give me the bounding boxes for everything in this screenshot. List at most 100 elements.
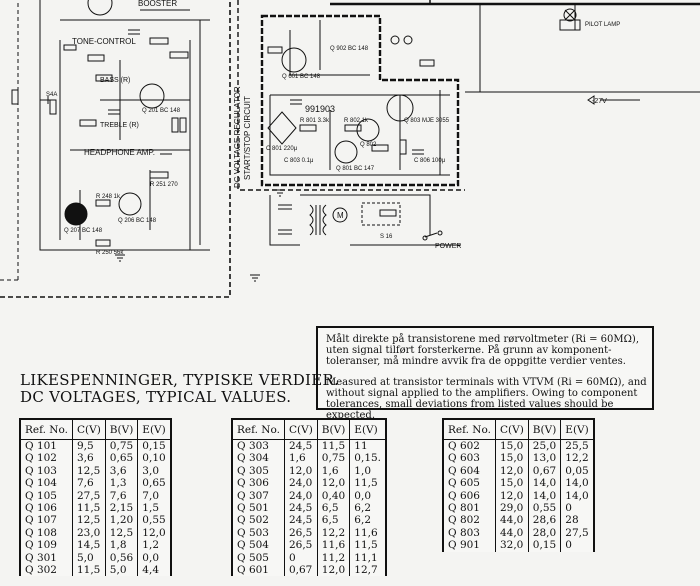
ref-no-cell: Q 504	[232, 539, 285, 552]
measurement-note: Målt direkte på transistorene med rørvol…	[316, 326, 654, 421]
ref-no-cell: Q 603	[443, 452, 496, 465]
voltage-cell: 0,67	[284, 564, 318, 577]
voltage-cell: 14,5	[72, 539, 106, 552]
voltage-cell: 15,0	[495, 477, 529, 490]
voltage-cell: 11,1	[354, 551, 378, 564]
voltage-cell: 24,5	[284, 439, 318, 453]
label-r802: R 802 1k	[344, 118, 369, 124]
voltage-cell: 12,5	[72, 514, 106, 527]
label-q803: Q 803 MJE 3055	[404, 118, 450, 124]
voltage-cell: 11,5	[72, 564, 106, 577]
voltage-cell: 12,2	[565, 452, 589, 465]
voltage-cell: 1,6	[284, 452, 318, 465]
label-c806: C 806 100μ	[414, 158, 446, 164]
voltage-cell: 12,5	[105, 526, 139, 540]
voltage-cell: 12,0	[495, 489, 529, 503]
label-treble: TREBLE (R)	[100, 122, 139, 129]
voltage-cell: 0,10	[142, 452, 166, 465]
ref-no-cell: Q 304	[232, 452, 285, 465]
voltage-cell: 28,0	[528, 526, 562, 540]
circuit-schematic: BOOSTER TONE-CONTROL BASS (R) TREBLE (R)…	[0, 0, 700, 298]
voltage-cell: 15,0	[495, 439, 529, 453]
voltage-cell: 0,75	[105, 439, 139, 453]
voltage-cell: 11,2	[317, 551, 351, 565]
ref-no-cell: Q 602	[443, 439, 496, 453]
voltage-cell: 14,0	[565, 477, 589, 490]
voltage-cell: 0	[565, 502, 572, 515]
voltage-cell: 1,8	[105, 539, 139, 552]
label-r250: R 250 56k	[96, 250, 124, 256]
voltage-cell: 6,2	[354, 514, 371, 527]
column-header: Ref. No.	[20, 419, 73, 440]
label-bass: BASS (R)	[100, 77, 130, 84]
column-header: B(V)	[528, 419, 562, 440]
label-q802: Q 802	[360, 142, 377, 148]
label-q201: Q 201 BC 148	[142, 108, 181, 114]
title-english: DC VOLTAGES, TYPICAL VALUES.	[20, 388, 292, 406]
label-c801: C 801 220μ	[266, 146, 298, 152]
voltage-cell: 6,5	[317, 502, 351, 515]
voltage-cell: 0	[565, 539, 572, 552]
voltage-cell: 14,0	[528, 489, 562, 503]
label-s16: S 16	[380, 234, 393, 240]
voltage-cell: 4,4	[142, 564, 159, 577]
ref-no-cell: Q 604	[443, 464, 496, 478]
label-q207: Q 207 BC 148	[64, 228, 103, 234]
label-r801: R 801 3.3k	[300, 118, 330, 124]
ref-no-cell: Q 601	[232, 564, 285, 577]
column-header: C(V)	[284, 419, 318, 440]
label-voltage-tag: -27V	[592, 98, 607, 105]
voltage-cell: 0,56	[105, 551, 139, 565]
ref-no-cell: Q 605	[443, 477, 496, 490]
table-header-row: Ref. No.C(V)B(V)E(V)	[20, 419, 171, 440]
measurement-note-norwegian: Målt direkte på transistorene med rørvol…	[326, 334, 639, 367]
ref-no-cell: Q 503	[232, 526, 285, 540]
voltage-cell: 0,65	[142, 477, 166, 490]
voltage-cell: 29,0	[495, 502, 529, 515]
title-norwegian: LIKESPENNINGER, TYPISKE VERDIER.	[20, 371, 340, 389]
voltage-cell: 14,0	[565, 489, 589, 502]
voltage-cell: 32,0	[495, 539, 529, 552]
voltage-cell: 28	[565, 514, 579, 527]
voltage-cell: 27,5	[72, 489, 106, 503]
voltage-cell: 27,5	[565, 526, 589, 539]
label-headphone-amp: HEADPHONE AMP.	[84, 148, 155, 157]
voltage-cell: 11,5	[354, 539, 378, 552]
voltage-cell: 44,0	[495, 526, 529, 540]
voltage-cell: 9,5	[72, 439, 106, 453]
voltage-cell: 1,6	[317, 464, 351, 478]
voltage-cell: 0,15	[528, 539, 562, 552]
ref-no-cell: Q 302	[20, 564, 73, 577]
voltage-cell: 0,15	[142, 440, 166, 452]
voltage-cell: 12,5	[72, 464, 106, 478]
voltage-cell: 3,6	[72, 452, 106, 465]
column-header: C(V)	[72, 419, 106, 440]
voltage-cell: 1,0	[354, 464, 371, 477]
ref-no-cell: Q 301	[20, 551, 73, 565]
ref-no-cell: Q 107	[20, 514, 73, 527]
ref-no-cell: Q 502	[232, 514, 285, 527]
voltage-cell: 0,67	[528, 464, 562, 478]
column-header: Ref. No.	[443, 419, 496, 440]
voltage-cell: 5,0	[105, 564, 139, 577]
voltage-cell: 12,0	[142, 526, 166, 539]
ref-no-cell: Q 901	[443, 539, 496, 552]
voltage-cell: 24,5	[284, 514, 318, 527]
voltage-cell: 2,15	[105, 502, 139, 515]
label-c803: C 803 0.1μ	[284, 158, 314, 164]
voltage-cell: 0,15.	[354, 452, 382, 465]
column-header: B(V)	[105, 419, 139, 440]
voltage-cell: 24,5	[284, 502, 318, 515]
